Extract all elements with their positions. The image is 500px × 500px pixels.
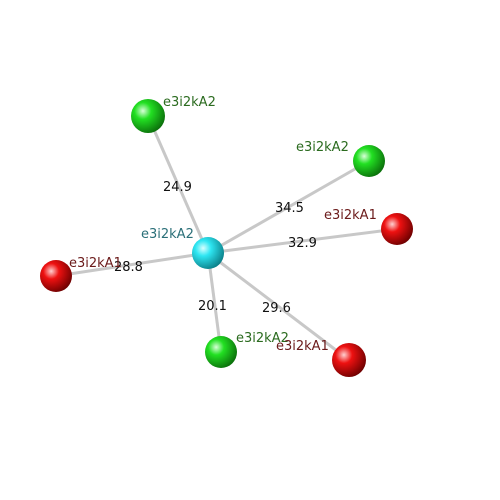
distance-label-6: 29.6 bbox=[262, 301, 291, 316]
node-label-n2: e3i2kA2 bbox=[296, 140, 349, 155]
node-label-n4: e3i2kA1 bbox=[69, 256, 122, 271]
node-n4[interactable] bbox=[40, 260, 72, 292]
distance-label-4: 28.8 bbox=[114, 260, 143, 275]
node-label-n6: e3i2kA1 bbox=[276, 339, 329, 354]
distance-label-5: 20.1 bbox=[198, 299, 227, 314]
node-label-n1: e3i2kA2 bbox=[163, 95, 216, 110]
edge-1 bbox=[146, 115, 210, 254]
edge-3 bbox=[207, 227, 398, 255]
edge-4 bbox=[55, 251, 209, 278]
distance-label-1: 24.9 bbox=[163, 180, 192, 195]
node-n2[interactable] bbox=[353, 145, 385, 177]
edge-5 bbox=[206, 252, 223, 353]
node-label-n3: e3i2kA1 bbox=[324, 208, 377, 223]
distance-label-3: 32.9 bbox=[288, 236, 317, 251]
node-n6[interactable] bbox=[332, 343, 366, 377]
edge-6 bbox=[207, 251, 350, 362]
node-n1[interactable] bbox=[131, 99, 165, 133]
node-label-center: e3i2kA2 bbox=[141, 227, 194, 242]
distance-labels: 24.9 34.5 32.9 28.8 20.1 29.6 bbox=[114, 180, 317, 316]
distance-label-2: 34.5 bbox=[275, 201, 304, 216]
node-center[interactable] bbox=[192, 237, 224, 269]
edge-2 bbox=[207, 159, 370, 255]
edges bbox=[55, 115, 398, 362]
node-labels: e3i2kA2 e3i2kA2 e3i2kA1 e3i2kA1 e3i2kA2 … bbox=[69, 95, 377, 354]
node-n3[interactable] bbox=[381, 213, 413, 245]
nodes bbox=[40, 99, 413, 377]
node-label-n5: e3i2kA2 bbox=[236, 331, 289, 346]
node-n5[interactable] bbox=[205, 336, 237, 368]
